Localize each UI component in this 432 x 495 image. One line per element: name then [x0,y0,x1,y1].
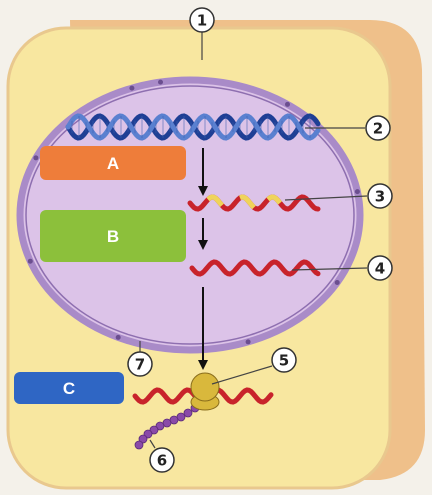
box-b: B [40,210,186,262]
callout-5-number: 5 [279,352,289,370]
nuclear-pore [335,280,340,285]
ribosome [191,373,219,410]
callout-6-number: 6 [157,452,167,470]
box-b-label: B [107,227,119,246]
nuclear-pore [285,102,290,107]
callout-3: 3 [368,184,392,208]
nuclear-pore [355,189,360,194]
callout-5: 5 [272,348,296,372]
box-c: C [14,372,124,404]
nuclear-pore [28,259,33,264]
box-a: A [40,146,186,180]
callout-7-number: 7 [135,356,145,374]
nuclear-pore [158,80,163,85]
callout-2-number: 2 [373,120,383,138]
callout-6: 6 [150,448,174,472]
amino-acid-bead [135,441,143,449]
callout-2: 2 [366,116,390,140]
callout-7: 7 [128,352,152,376]
callout-1: 1 [190,8,214,32]
nuclear-pore [246,339,251,344]
callout-1-number: 1 [197,12,207,30]
callout-3-number: 3 [375,188,385,206]
nuclear-pore [129,86,134,91]
box-c-label: C [63,379,75,398]
nuclear-pore [33,155,38,160]
callout-4-number: 4 [375,260,385,278]
nuclear-pore [116,335,121,340]
box-a-label: A [107,154,119,173]
callout-4: 4 [368,256,392,280]
